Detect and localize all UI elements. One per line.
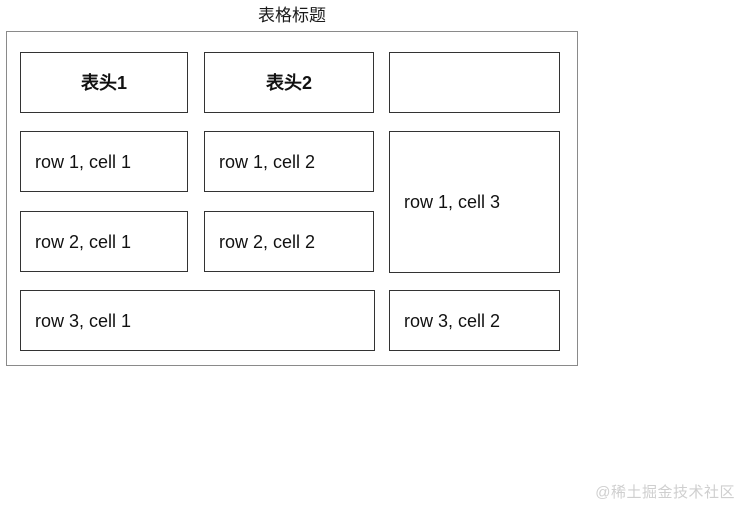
table-header-cell-2: 表头2 [204,52,374,113]
table-row: row 2, cell 1 [20,211,188,272]
table-caption: 表格标题 [258,6,326,25]
table-header-cell-3-empty [389,52,560,113]
table-row: row 1, cell 3 [389,131,560,273]
table-row: row 2, cell 2 [204,211,374,272]
table-frame: 表头1 表头2 row 1, cell 1 row 1, cell 2 row … [6,31,578,366]
table-row: row 3, cell 1 [20,290,375,351]
watermark: @稀土掘金技术社区 [595,484,735,501]
table-row: row 1, cell 2 [204,131,374,192]
table-row: row 1, cell 1 [20,131,188,192]
table-header-cell-1: 表头1 [20,52,188,113]
table-row: row 3, cell 2 [389,290,560,351]
